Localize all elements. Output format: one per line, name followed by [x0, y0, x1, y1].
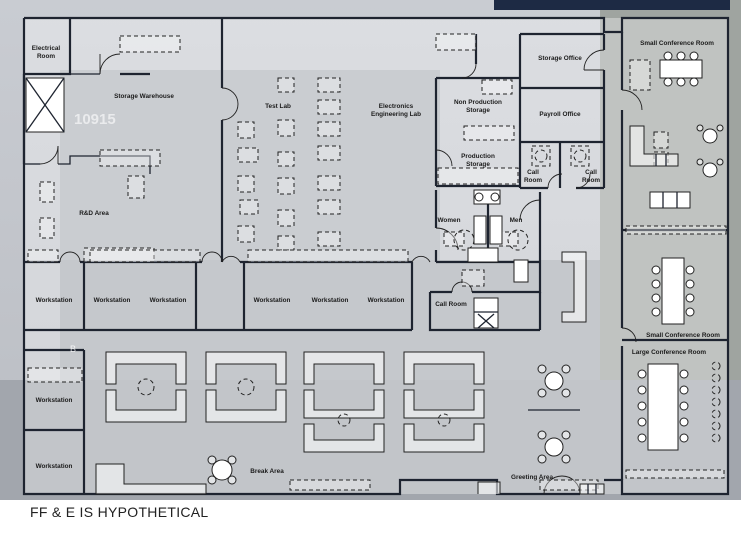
parking-mark: B	[70, 344, 76, 354]
label-production-storage-2: Storage	[466, 161, 490, 168]
label-electrical-room-1: Electrical	[32, 45, 61, 52]
footnote: FF & E IS HYPOTHETICAL	[30, 504, 209, 520]
label-call-room-center: Call Room	[435, 301, 467, 308]
break-area-counter	[95, 463, 207, 495]
label-call-room-right-1: Call	[585, 169, 597, 176]
label-workstation-2: Workstation	[94, 297, 131, 304]
label-workstation-7: Workstation	[36, 397, 73, 404]
small-conference-bottom-furniture	[651, 257, 695, 325]
label-workstation-8: Workstation	[36, 463, 73, 470]
break-area-table	[207, 455, 237, 485]
label-large-conference: Large Conference Room	[632, 349, 707, 356]
small-conference-top-furniture	[659, 51, 703, 87]
lobby-sofa	[561, 251, 587, 323]
label-workstation-4: Workstation	[254, 297, 291, 304]
label-storage-office: Storage Office	[538, 55, 582, 62]
label-workstation-1: Workstation	[36, 297, 73, 304]
room-labels: Electrical Room Storage Warehouse Test L…	[32, 40, 720, 481]
label-small-conference-bottom: Small Conference Room	[646, 332, 720, 339]
label-non-production-storage-1: Non Production	[454, 99, 502, 106]
label-workstation-3: Workstation	[150, 297, 187, 304]
label-greeting-area: Greeting Area	[511, 474, 553, 481]
workstation-pods	[105, 351, 485, 453]
label-electronics-lab-2: Engineering Lab	[371, 111, 421, 118]
label-electronics-lab-1: Electronics	[379, 103, 414, 110]
greeting-desk	[477, 481, 501, 494]
label-small-conference-top: Small Conference Room	[640, 40, 714, 47]
interior-walls	[22, 18, 728, 494]
label-call-room-right-2: Room	[582, 177, 600, 184]
label-men: Men	[510, 217, 523, 224]
lobby-round-tables	[528, 364, 580, 464]
label-non-production-storage-2: Storage	[466, 107, 490, 114]
restroom-fixtures	[453, 189, 529, 263]
label-call-room-left-1: Call	[527, 169, 539, 176]
label-electrical-room-2: Room	[37, 53, 55, 60]
building-number-sign: 10915	[74, 111, 116, 128]
label-rd-area: R&D Area	[79, 210, 109, 217]
label-test-lab: Test Lab	[265, 103, 291, 110]
label-payroll-office: Payroll Office	[539, 111, 581, 118]
label-workstation-6: Workstation	[368, 297, 405, 304]
label-women: Women	[438, 217, 461, 224]
label-production-storage-1: Production	[461, 153, 495, 160]
large-conference-furniture	[637, 361, 721, 451]
label-storage-warehouse: Storage Warehouse	[114, 93, 174, 100]
elevator-shaft	[25, 77, 65, 133]
label-workstation-5: Workstation	[312, 297, 349, 304]
stairs	[579, 483, 605, 495]
header-bar	[494, 0, 730, 10]
lounge-furniture	[629, 124, 724, 209]
label-break-area: Break Area	[250, 468, 284, 475]
stair-box	[473, 297, 499, 329]
label-call-room-left-2: Room	[524, 177, 542, 184]
